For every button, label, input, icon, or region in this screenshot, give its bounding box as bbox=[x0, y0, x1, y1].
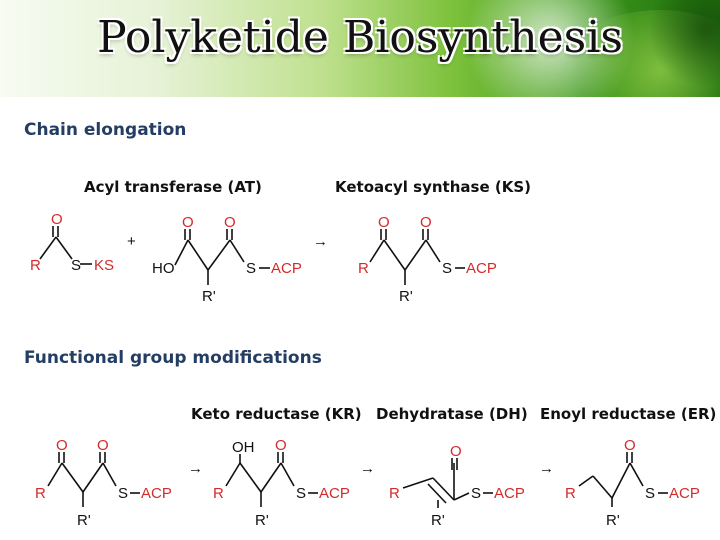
structure-acyl-acp-reduced: R O S ACP R' bbox=[565, 437, 700, 529]
atom-s: S bbox=[296, 485, 306, 502]
bond bbox=[102, 462, 117, 487]
reaction-arrow: → bbox=[360, 460, 375, 477]
atom-r: R bbox=[213, 485, 224, 502]
bond bbox=[404, 239, 427, 271]
atom-oh: OH bbox=[232, 439, 255, 456]
bond bbox=[61, 462, 84, 493]
atom-r-prime: R' bbox=[399, 288, 413, 305]
atom-o: O bbox=[450, 443, 462, 460]
slide-title: Polyketide Biosynthesis bbox=[97, 12, 623, 63]
atom-r: R bbox=[565, 485, 576, 502]
bond bbox=[629, 462, 644, 487]
bond bbox=[82, 462, 104, 493]
bond bbox=[47, 462, 63, 487]
section-heading-chain-elongation: Chain elongation bbox=[24, 120, 187, 140]
atom-o: O bbox=[51, 211, 63, 228]
bond bbox=[369, 239, 385, 263]
atom-ks: KS bbox=[94, 257, 114, 274]
enzyme-label-acyl-transferase: Acyl transferase (AT) bbox=[84, 178, 262, 196]
atom-acp: ACP bbox=[494, 485, 525, 502]
atom-r: R bbox=[35, 485, 46, 502]
bond bbox=[592, 475, 613, 499]
bond bbox=[280, 462, 295, 487]
atom-ho: HO bbox=[152, 260, 175, 277]
atom-acp: ACP bbox=[669, 485, 700, 502]
atom-o: O bbox=[97, 437, 109, 454]
atom-acp: ACP bbox=[141, 485, 172, 502]
structure-ketoacyl-acp: R O O S ACP R' bbox=[358, 214, 497, 305]
atom-r-prime: R' bbox=[77, 512, 91, 529]
bond bbox=[611, 462, 631, 499]
structure-hydroxyacyl-acp: R OH O S ACP R' bbox=[213, 437, 350, 529]
bond bbox=[207, 239, 231, 271]
atom-o: O bbox=[56, 437, 68, 454]
atom-r: R bbox=[358, 260, 369, 277]
atom-o: O bbox=[182, 214, 194, 231]
atom-o: O bbox=[275, 437, 287, 454]
bond bbox=[402, 477, 434, 489]
atom-s: S bbox=[442, 260, 452, 277]
atom-o: O bbox=[378, 214, 390, 231]
atom-r-prime: R' bbox=[431, 512, 445, 529]
structure-ketoacyl-acp-start: R O O S ACP R' bbox=[35, 437, 172, 529]
plus-sign: + bbox=[127, 233, 136, 250]
atom-r-prime: R' bbox=[202, 288, 216, 305]
reaction-arrow: → bbox=[539, 460, 554, 477]
atom-o: O bbox=[420, 214, 432, 231]
structure-acyl-ks: R O S KS bbox=[30, 211, 114, 274]
structure-enoyl-acp: R O S ACP R' bbox=[389, 443, 525, 529]
bond bbox=[427, 483, 447, 504]
atom-acp: ACP bbox=[466, 260, 497, 277]
atom-r-prime: R' bbox=[255, 512, 269, 529]
bond bbox=[55, 236, 73, 260]
bond bbox=[187, 239, 209, 271]
atom-r: R bbox=[389, 485, 400, 502]
atom-s: S bbox=[471, 485, 481, 502]
atom-s: S bbox=[118, 485, 128, 502]
atom-s: S bbox=[645, 485, 655, 502]
atom-s: S bbox=[71, 257, 81, 274]
enzyme-label-ketoacyl-synthase: Ketoacyl synthase (KS) bbox=[335, 178, 531, 196]
structure-malonyl-acp: HO O O S ACP R' bbox=[152, 214, 302, 305]
bond bbox=[578, 475, 594, 487]
bond bbox=[260, 462, 282, 493]
bond bbox=[383, 239, 406, 271]
atom-s: S bbox=[246, 260, 256, 277]
bond bbox=[229, 239, 245, 263]
enzyme-label-enoyl-reductase: Enoyl reductase (ER) bbox=[540, 405, 717, 423]
reaction-arrow: → bbox=[188, 460, 203, 477]
atom-r-prime: R' bbox=[606, 512, 620, 529]
enzyme-label-keto-reductase: Keto reductase (KR) bbox=[191, 405, 362, 423]
bond bbox=[239, 462, 262, 493]
bond bbox=[425, 239, 441, 263]
reaction-arrow: → bbox=[313, 233, 328, 250]
section-heading-functional-group-modifications: Functional group modifications bbox=[24, 348, 322, 368]
enzyme-label-dehydratase: Dehydratase (DH) bbox=[376, 405, 528, 423]
atom-o: O bbox=[224, 214, 236, 231]
atom-acp: ACP bbox=[271, 260, 302, 277]
bond bbox=[432, 477, 455, 501]
bond bbox=[39, 236, 57, 260]
bond bbox=[225, 462, 241, 487]
bond bbox=[453, 492, 470, 501]
bond bbox=[174, 239, 189, 266]
atom-r: R bbox=[30, 257, 41, 274]
atom-o: O bbox=[624, 437, 636, 454]
atom-acp: ACP bbox=[319, 485, 350, 502]
title-banner: Polyketide Biosynthesis bbox=[0, 0, 720, 97]
